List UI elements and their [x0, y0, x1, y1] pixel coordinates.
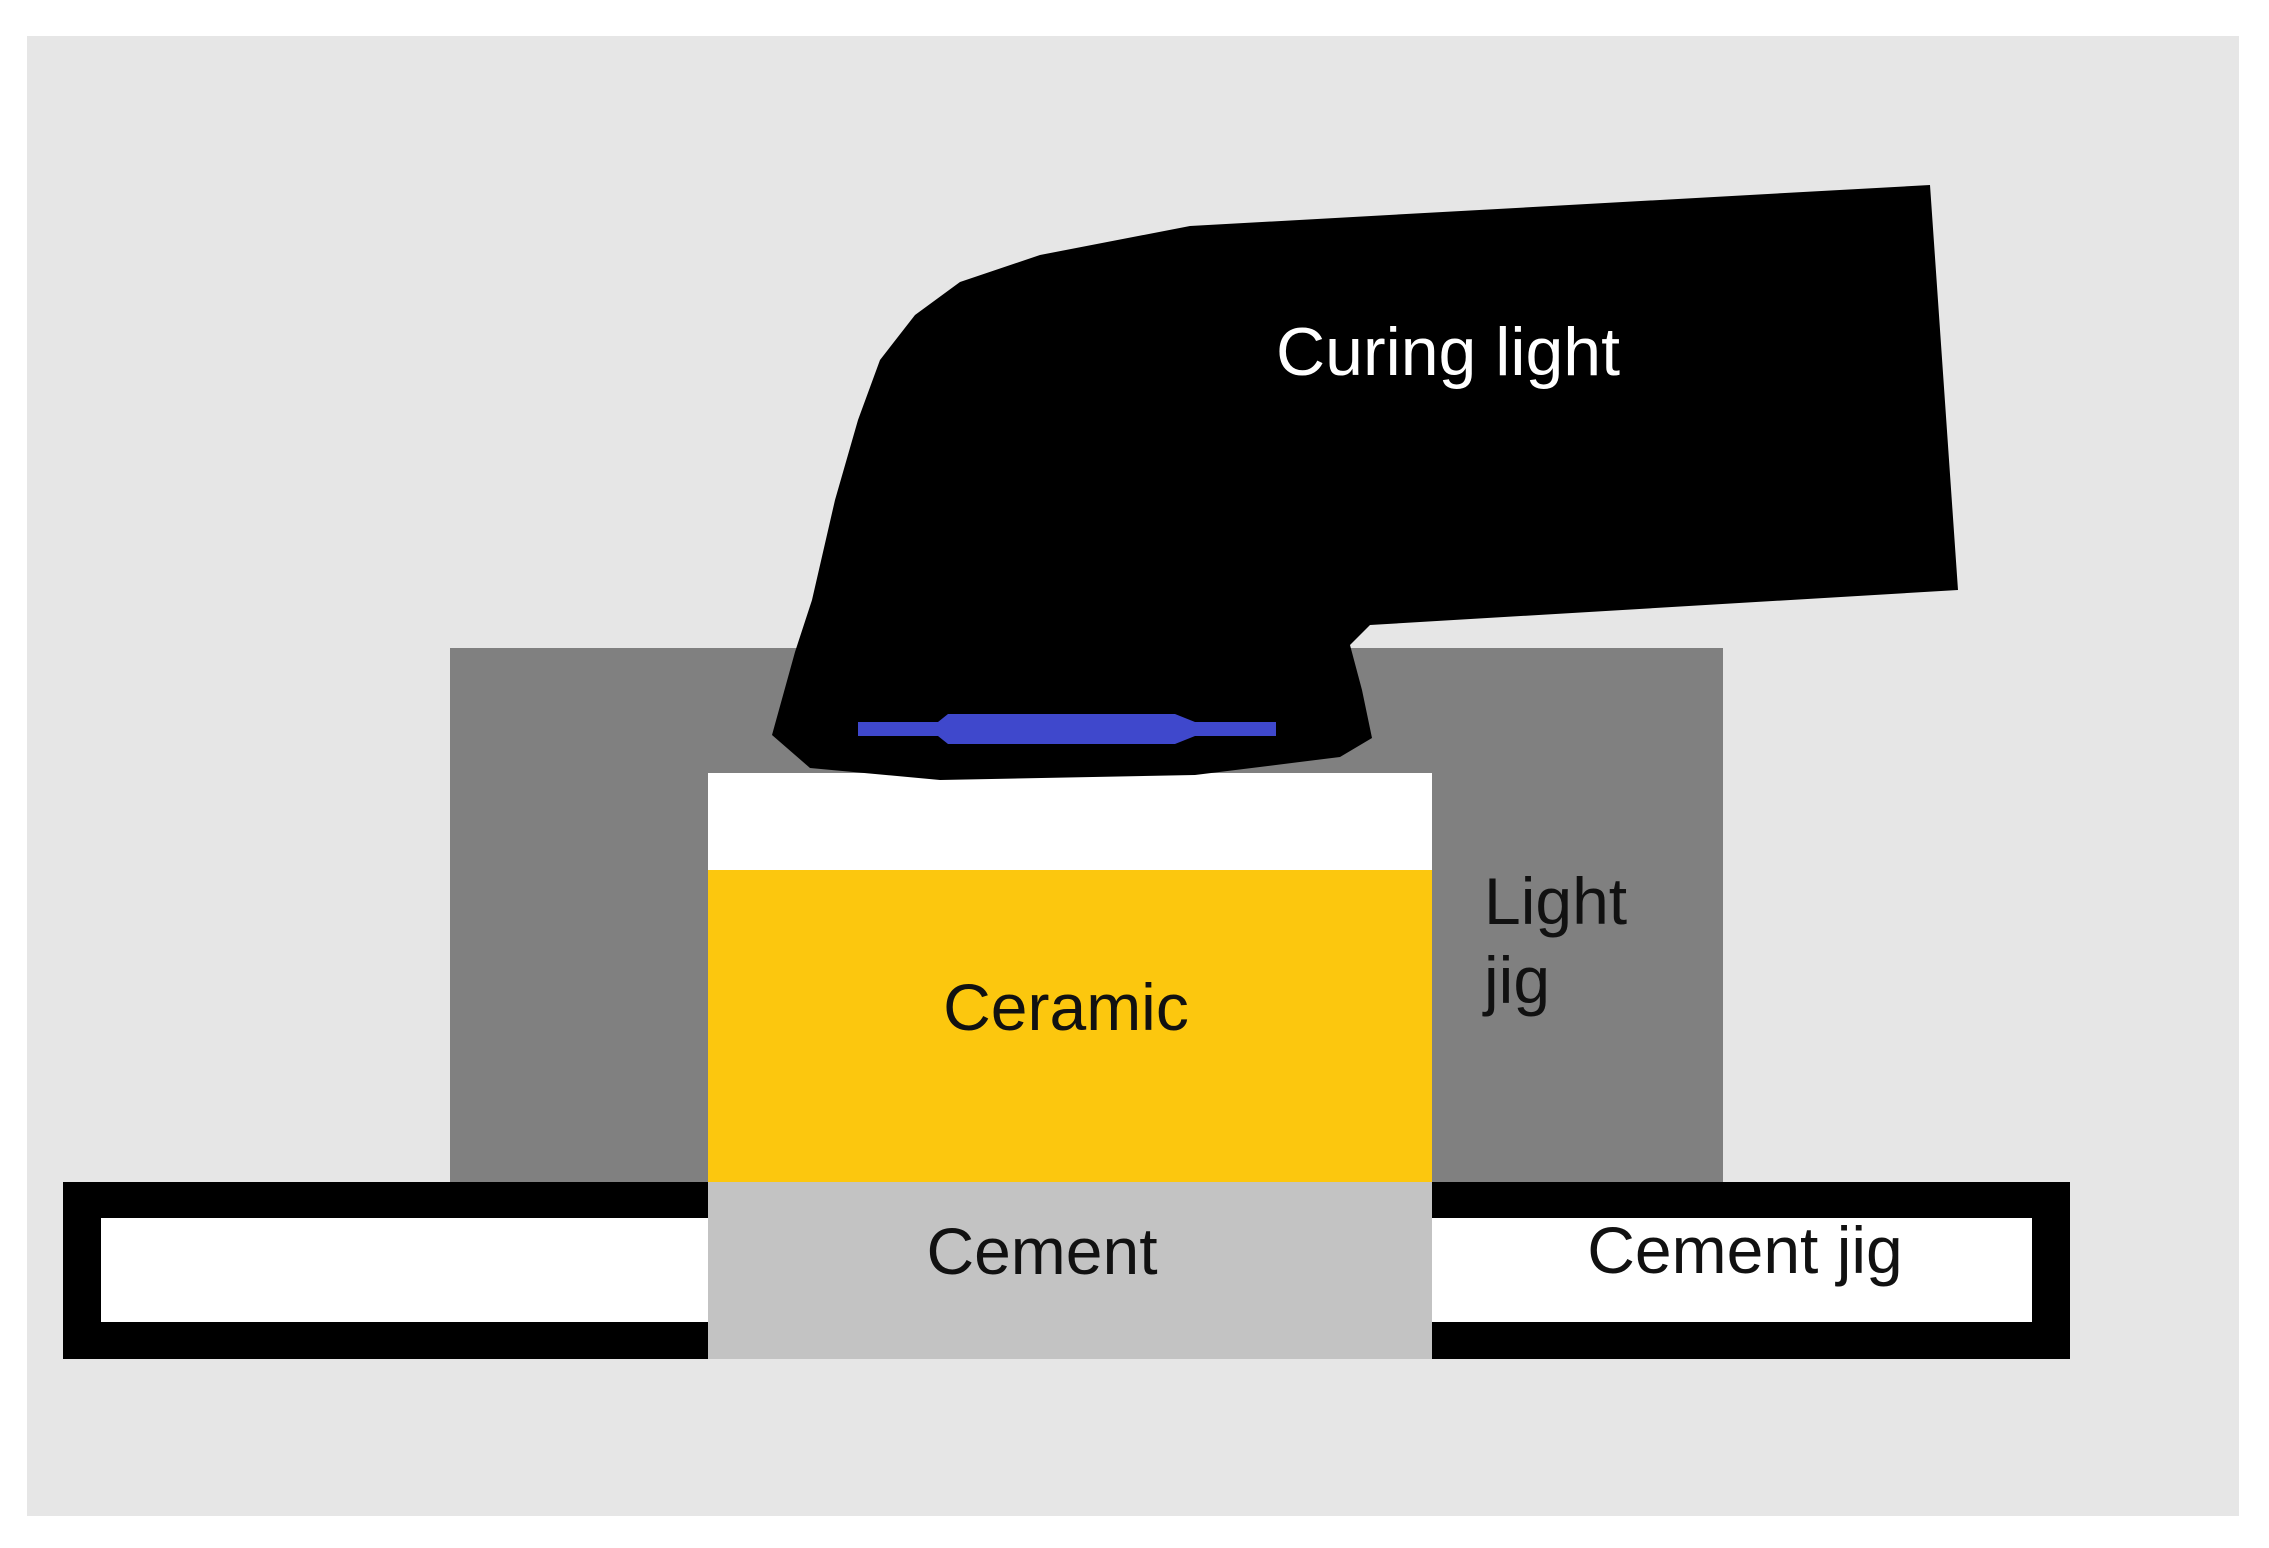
curing-light-body [772, 185, 1958, 780]
light-jig-label-line1: Light [1484, 864, 1627, 938]
cement-label: Cement [926, 1214, 1157, 1288]
cement-jig-right-insert [1432, 1218, 2032, 1322]
cement-jig-label: Cement jig [1587, 1213, 1902, 1287]
cement-jig-left-insert [101, 1218, 709, 1322]
cement-layer [708, 1182, 1432, 1359]
ceramic-top-layer [708, 773, 1432, 871]
light-emitter-window [858, 714, 1276, 744]
ceramic-label: Ceramic [943, 970, 1189, 1044]
curing-light-label: Curing light [1276, 314, 1620, 390]
light-jig-label-line2: jig [1482, 943, 1550, 1017]
ceramic-block [708, 870, 1432, 1185]
